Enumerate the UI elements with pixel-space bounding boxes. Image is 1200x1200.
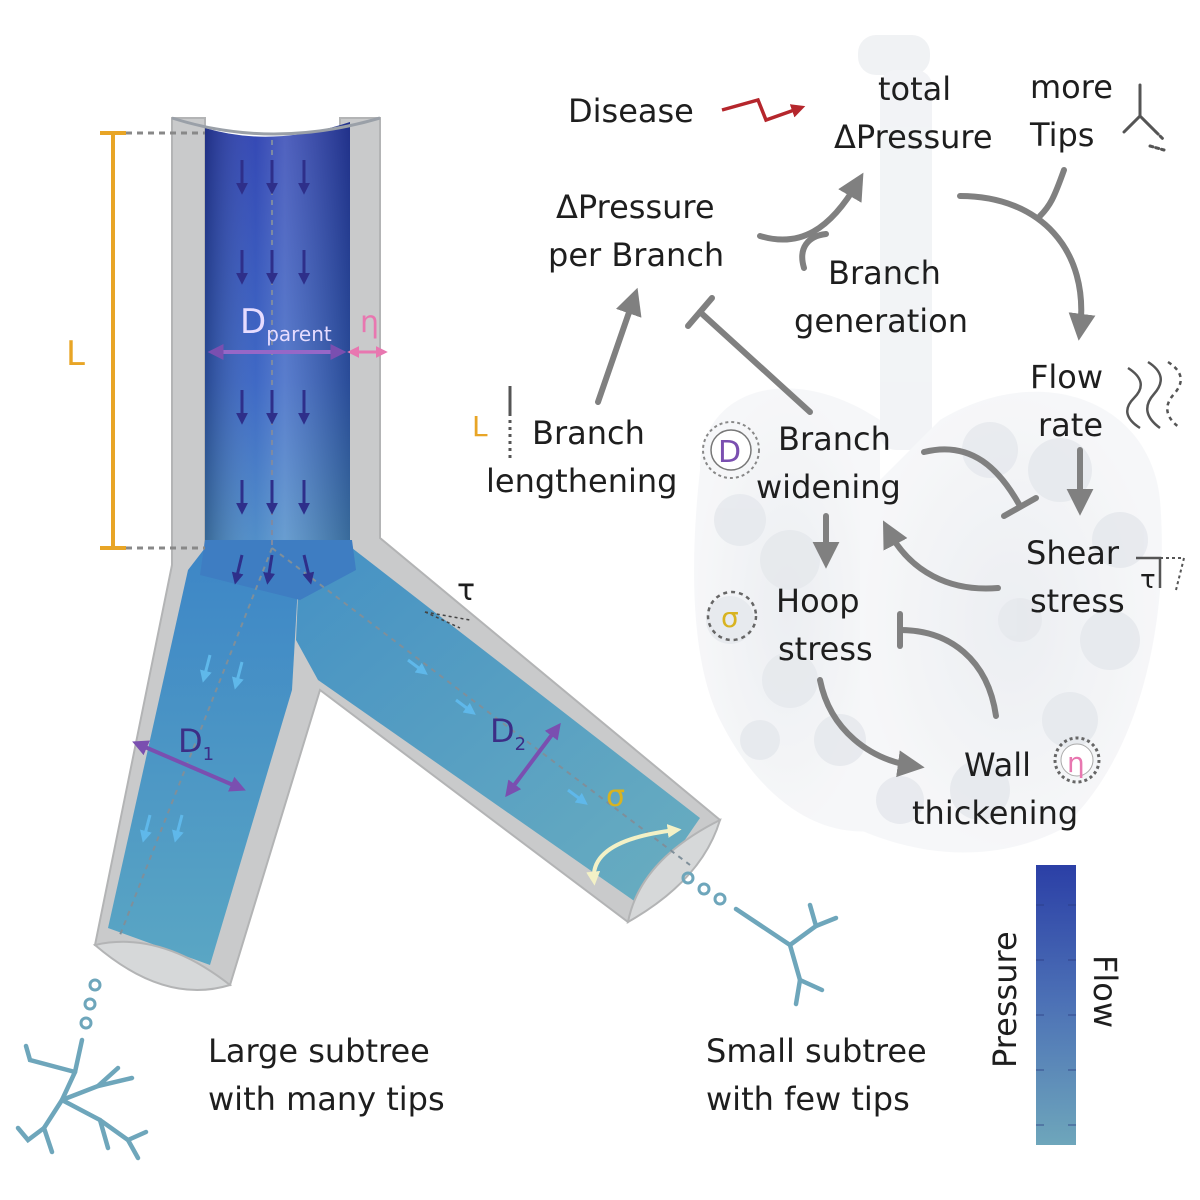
disease-arrow (721, 97, 806, 123)
large-subtree-icon (15, 978, 149, 1161)
inhibit-widening-to-shear (921, 446, 1023, 509)
arrow-hoop-to-wall (817, 677, 925, 778)
large-subtree-caption-line1: Large subtree (208, 1032, 430, 1070)
small-subtree-caption-line2: with few tips (706, 1080, 910, 1118)
wall-thickness-label: η (360, 305, 379, 340)
arrow-shear-to-widening (882, 520, 1001, 592)
shear-angle-mark (424, 611, 471, 629)
colorbar-flow-label: Flow (1086, 955, 1124, 1028)
feedback-network: Disease total ΔPressure more Tips ΔPress… (472, 68, 1186, 832)
node-flow-rate-line2: rate (1038, 406, 1103, 444)
parent-diameter-label: Dparent (240, 302, 332, 346)
arrow-total-to-flow (957, 193, 1096, 341)
node-wall-line2: thickening (912, 794, 1078, 832)
lengthening-symbol: L (472, 410, 488, 443)
vessel-shear-symbol: τ (457, 573, 475, 608)
node-more-tips-line2: Tips (1029, 116, 1094, 154)
length-label: L (66, 334, 85, 374)
d1-label: D1 (178, 722, 214, 765)
colorbar-pressure-label: Pressure (986, 931, 1024, 1068)
d2-marker: D2 (490, 712, 561, 798)
d1-marker: D1 (132, 722, 246, 792)
inhibit-wall-to-hoop (897, 627, 999, 719)
large-subtree-caption-line2: with many tips (208, 1080, 445, 1118)
node-dp-branch-line2: per Branch (548, 236, 724, 274)
svg-text:η: η (1067, 746, 1085, 779)
arrow-lengthening-to-dp (595, 287, 642, 405)
node-branch-gen-line1: Branch (828, 254, 941, 292)
pressure-flow-colorbar: Pressure Flow (986, 865, 1124, 1145)
network-arrows (595, 167, 1096, 778)
daughter-flow-arrows (140, 654, 588, 843)
svg-text:D: D (718, 435, 741, 470)
node-dp-branch-line1: ΔPressure (556, 188, 715, 226)
node-flow-rate-line1: Flow (1030, 358, 1103, 396)
lung-background (694, 35, 1162, 853)
parent-flow-arrows (231, 160, 315, 585)
small-subtree-icon (681, 871, 839, 1007)
vessel-hoop-label: σ (606, 779, 625, 814)
small-subtree-caption-line1: Small subtree (706, 1032, 927, 1070)
hoop-icon: σ (706, 590, 758, 642)
node-widening-line1: Branch (778, 420, 891, 458)
d2-label: D2 (490, 712, 526, 755)
hoop-stress-marker: σ (586, 779, 682, 886)
node-hoop-line2: stress (778, 630, 873, 668)
vessel-bifurcation: τ (92, 116, 722, 991)
node-wall-line1: Wall (964, 746, 1031, 784)
inhibit-widening-to-dp (697, 309, 813, 415)
flow-rate-icon (1126, 360, 1182, 430)
node-total-dp-line2: ΔPressure (834, 118, 993, 156)
node-hoop-line1: Hoop (776, 582, 860, 620)
shear-icon: τ (1136, 556, 1186, 595)
svg-text:τ: τ (1140, 565, 1156, 595)
wall-thickness-marker: η (347, 305, 388, 358)
node-shear-line2: stress (1030, 582, 1125, 620)
right-daughter-lumen (296, 548, 700, 905)
arrow-branch-gen-join (799, 231, 829, 271)
widening-icon: D (702, 421, 760, 479)
more-tips-icon (1122, 83, 1166, 152)
node-branch-gen-line2: generation (794, 302, 968, 340)
node-widening-line2: widening (756, 468, 901, 506)
arrow-dp-branch-to-total (757, 172, 864, 243)
node-disease: Disease (568, 92, 694, 130)
wall-icon: η (1053, 736, 1101, 784)
node-lengthening-line2: lengthening (486, 462, 677, 500)
node-lengthening-line1: Branch (532, 414, 645, 452)
parent-diameter-marker: Dparent (207, 302, 347, 360)
node-more-tips-line1: more (1030, 68, 1113, 106)
arrow-more-tips-join (1037, 167, 1067, 219)
length-marker: L (66, 131, 205, 550)
svg-text:σ: σ (721, 601, 739, 634)
node-total-dp-line1: total (878, 70, 951, 108)
node-shear-line1: Shear (1026, 534, 1120, 572)
